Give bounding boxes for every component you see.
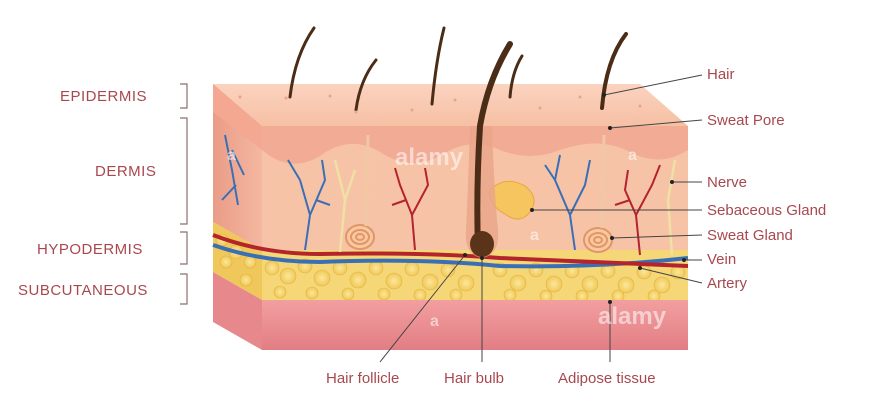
sweat-gland-right [583, 134, 613, 253]
callout-hair-bulb: Hair bulb [444, 370, 505, 387]
side-epidermis-band [213, 84, 262, 150]
label-hypodermis: HYPODERMIS [37, 241, 143, 258]
watermark-6: a [430, 313, 439, 330]
callout-nerve: Nerve [707, 174, 748, 191]
sweat-gland-left [345, 134, 375, 250]
surface-hairs [288, 26, 628, 112]
subcutaneous-side [213, 272, 262, 350]
horizontal-artery [212, 233, 689, 268]
callout-sebaceous-gland: Sebaceous Gland [707, 202, 827, 219]
callout-sweat-pore: Sweat Pore [707, 112, 785, 129]
watermark-5: a [530, 227, 539, 244]
dermal-veins [287, 154, 591, 251]
surface-pores [238, 94, 642, 114]
watermarks: alamy alamy a a a a [227, 144, 667, 330]
sebaceous-gland [489, 180, 535, 220]
label-epidermis: EPIDERMIS [60, 88, 148, 105]
callout-dots [463, 93, 686, 304]
dermal-arteries [391, 164, 661, 256]
horizontal-vein [212, 243, 689, 269]
subcutaneous-front [262, 300, 688, 350]
layer-brackets [180, 83, 188, 305]
watermark-2: alamy [598, 303, 667, 330]
hair-bulb [470, 231, 494, 257]
hair-follicle-sheath [465, 126, 499, 258]
watermark-3: a [227, 147, 236, 164]
watermark-4: a [628, 147, 637, 164]
label-subcutaneous: SUBCUTANEOUS [18, 282, 148, 299]
callout-vein: Vein [707, 251, 737, 268]
callout-hair-follicle: Hair follicle [326, 370, 400, 387]
label-dermis: DERMIS [95, 163, 157, 180]
nerves [333, 159, 677, 256]
skin-surface [213, 84, 688, 126]
callout-adipose-tissue: Adipose tissue [558, 370, 656, 387]
callout-sweat-gland: Sweat Gland [707, 227, 793, 244]
watermark-1: alamy [395, 144, 464, 171]
callout-hair: Hair [707, 66, 735, 83]
hair-shaft [474, 41, 513, 251]
callout-artery: Artery [707, 275, 748, 292]
callout-lines [379, 74, 703, 363]
